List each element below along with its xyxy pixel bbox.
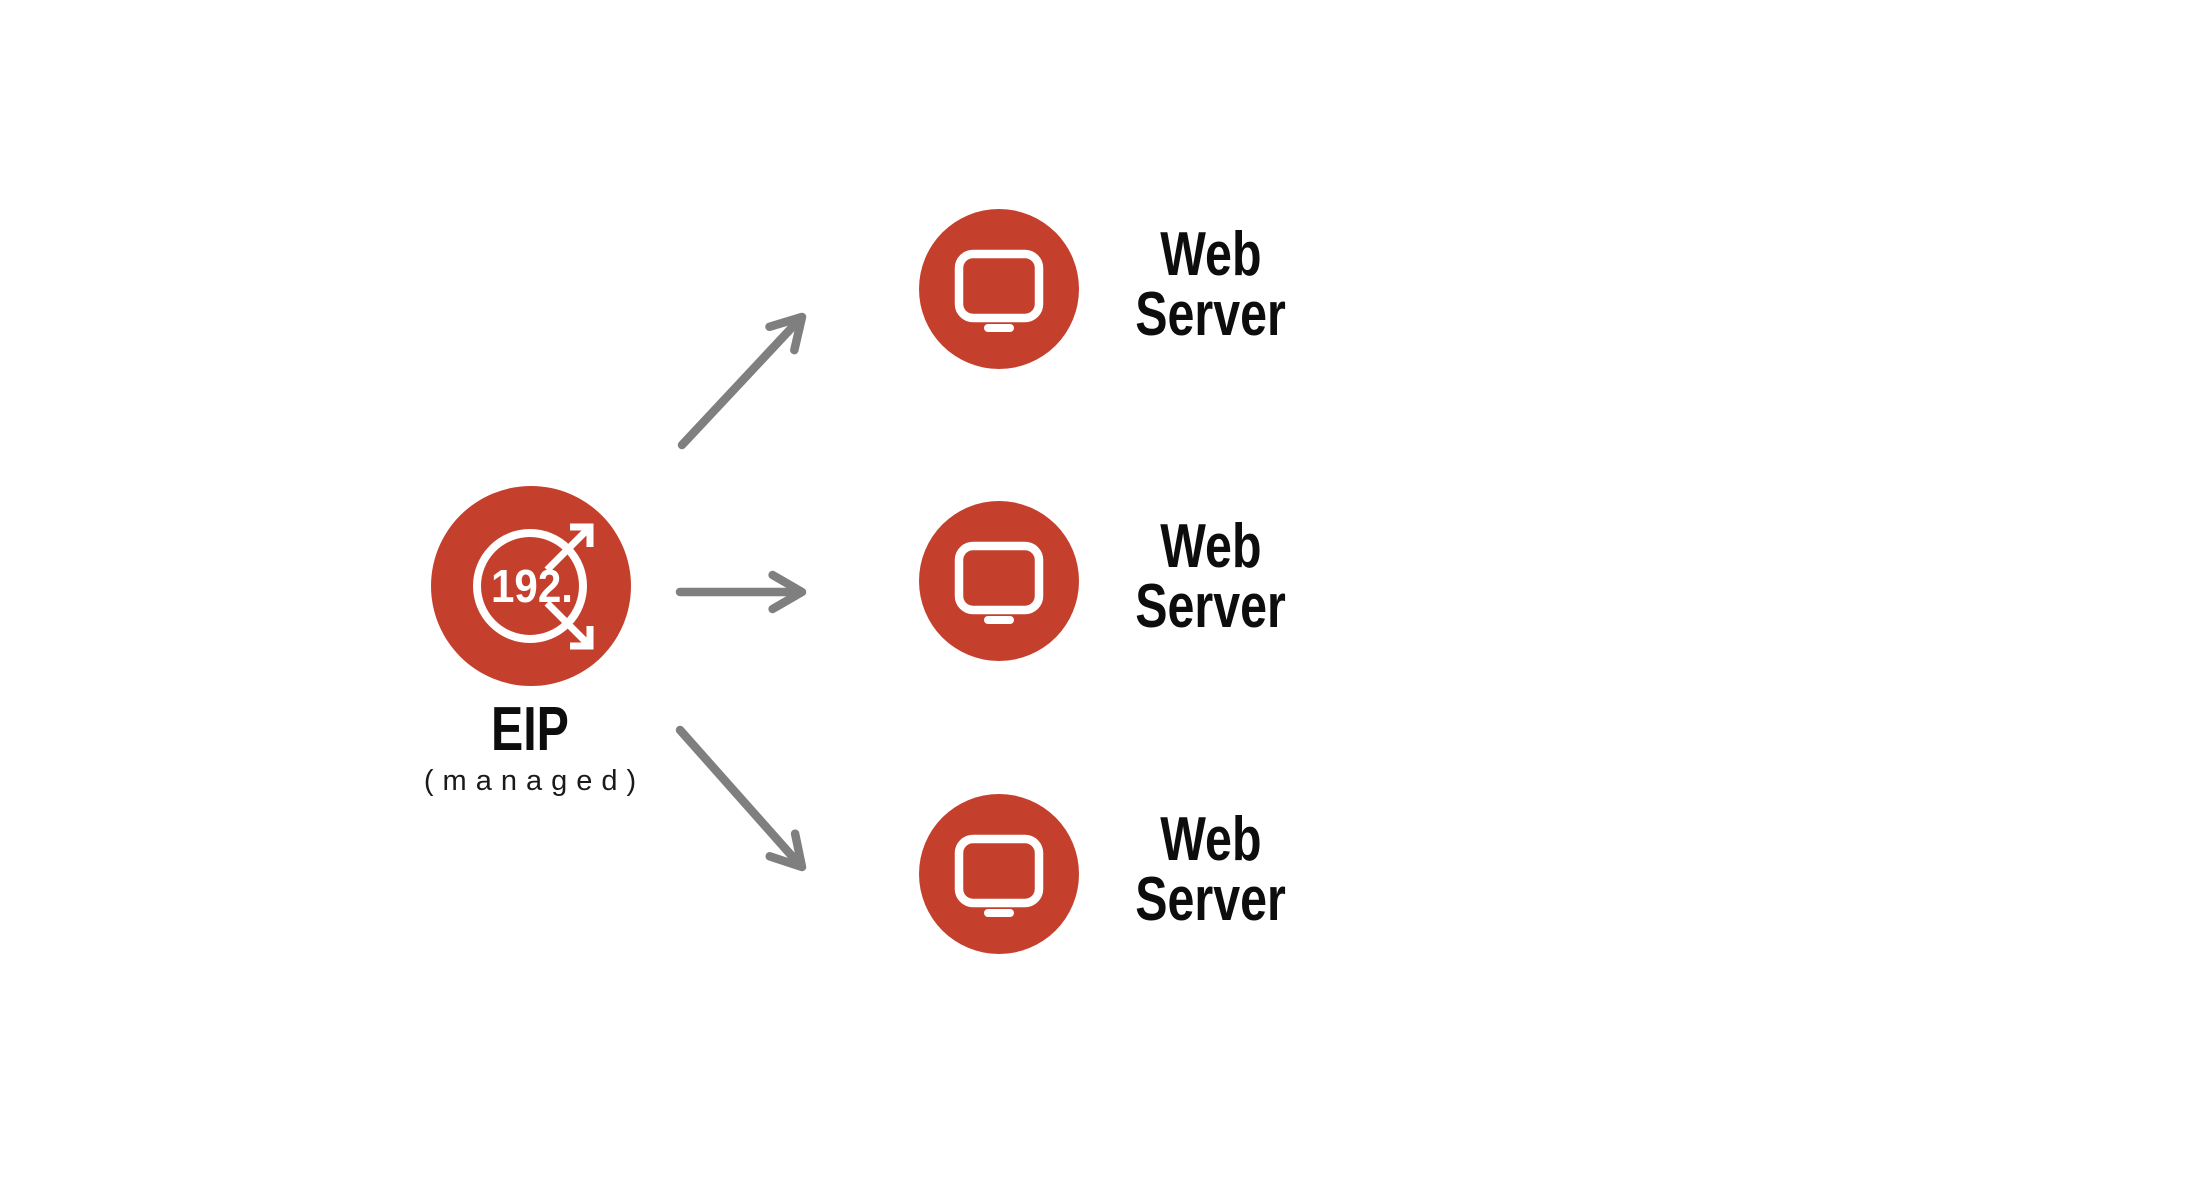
server-circle — [919, 209, 1079, 369]
server-node-1 — [919, 209, 1079, 369]
monitor-icon — [954, 249, 1044, 332]
eip-sublabel-text: (managed) — [423, 765, 646, 797]
arrow-to-server-2 — [675, 570, 807, 614]
arrow-to-server-1 — [677, 312, 807, 450]
eip-sublabel: (managed) — [380, 764, 680, 798]
server-label-1: Web Server — [1061, 220, 1361, 349]
server-circle — [919, 794, 1079, 954]
eip-node: 192. — [431, 486, 631, 686]
server-label-2: Web Server — [1061, 512, 1361, 641]
server-label-line2: Server — [1135, 865, 1287, 934]
monitor-icon — [954, 541, 1044, 624]
arrow-to-server-3 — [675, 725, 807, 872]
server-label-line2: Server — [1135, 280, 1287, 349]
server-circle — [919, 501, 1079, 661]
server-label-line2: Server — [1135, 572, 1287, 641]
eip-up-right-arrow-icon — [544, 523, 594, 573]
monitor-icon — [954, 834, 1044, 917]
server-label-3: Web Server — [1061, 805, 1361, 934]
eip-ip-text: 192. — [491, 560, 573, 612]
eip-down-right-arrow-icon — [544, 600, 594, 650]
eip-failover-icon — [473, 523, 594, 650]
server-label-line1: Web — [1160, 512, 1262, 581]
eip-label: EIP — [380, 695, 680, 764]
server-node-2 — [919, 501, 1079, 661]
eip-label-text: EIP — [491, 695, 569, 764]
eip-icon-ring — [473, 529, 587, 643]
server-label-line1: Web — [1160, 220, 1262, 289]
server-label-line1: Web — [1160, 805, 1262, 874]
server-node-3 — [919, 794, 1079, 954]
